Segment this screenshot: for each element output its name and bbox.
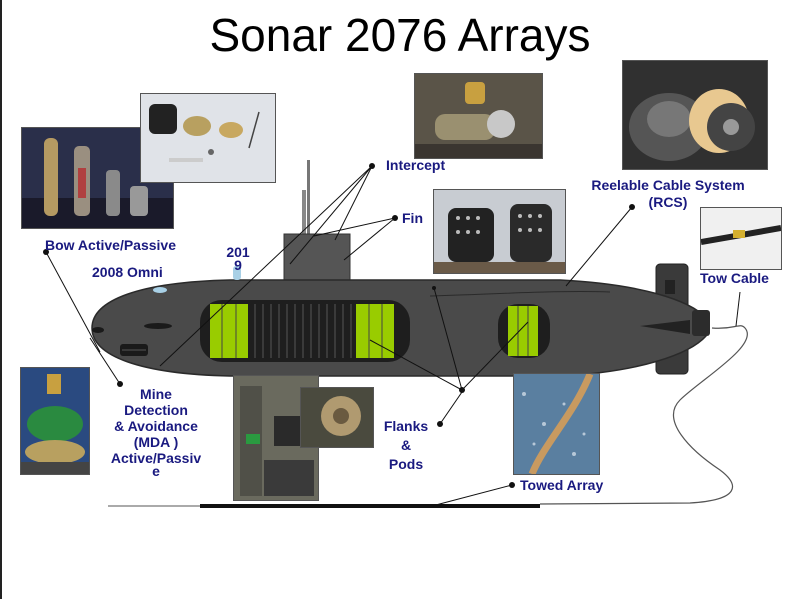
label-omni: 2008 Omni — [92, 264, 163, 280]
flank-array-rear — [356, 304, 394, 358]
photo-flank-pods — [433, 189, 566, 274]
photo-omni-components — [140, 93, 276, 183]
fin-sail — [283, 233, 351, 287]
photo-tow-cable — [700, 207, 782, 270]
label-bow: Bow Active/Passive — [45, 237, 176, 253]
rudder-tab — [665, 280, 675, 294]
leader-dots — [43, 163, 635, 488]
tail-cone — [640, 320, 690, 334]
label-fin: Fin — [402, 210, 423, 226]
label-flanks-2: & — [400, 437, 412, 453]
photo-mda — [20, 367, 90, 475]
label-mda-5: Active/Passiv — [110, 450, 202, 466]
photo-rcs-reel — [622, 60, 768, 170]
photo-towed-array — [513, 373, 600, 475]
label-flanks-3: Pods — [388, 456, 424, 472]
bow-marking-1 — [144, 323, 172, 329]
label-2019-b: 9 — [234, 257, 242, 273]
label-mda-2: Detection — [124, 402, 188, 418]
label-flanks-1: Flanks — [383, 418, 429, 434]
leader-lines — [45, 165, 741, 507]
label-rcs-line2: (RCS) — [648, 194, 688, 210]
tow-cable — [539, 325, 748, 505]
label-2019: 201 9 — [222, 244, 254, 273]
label-rcs-line1: Reelable Cable System — [591, 177, 745, 193]
s2019-sensor — [233, 266, 241, 280]
mast-2 — [307, 160, 310, 235]
slide-border — [0, 0, 2, 599]
pod-array — [508, 306, 538, 356]
label-2019-a: 201 — [226, 244, 250, 260]
flank-array-ribs — [254, 304, 352, 358]
label-flanks: Flanks & Pods — [372, 417, 440, 474]
label-mda-3: & Avoidance — [114, 418, 198, 434]
mast-1 — [302, 190, 306, 235]
towed-array-line — [200, 504, 540, 508]
label-tow-cable: Tow Cable — [700, 270, 769, 286]
photo-intercept — [414, 73, 543, 159]
bow-marking-2 — [92, 327, 104, 333]
label-mda: Mine Detection & Avoidance (MDA ) Active… — [100, 386, 212, 479]
label-mda-6: e — [152, 463, 160, 479]
propeller-hub — [692, 310, 710, 336]
flank-array-front — [210, 304, 248, 358]
label-intercept: Intercept — [386, 157, 446, 173]
photo-flanks-detail — [300, 387, 374, 448]
label-mda-4: (MDA ) — [133, 434, 179, 450]
label-towed-array: Towed Array — [520, 477, 604, 493]
label-rcs: Reelable Cable System (RCS) — [576, 177, 760, 211]
label-mda-1: Mine — [140, 386, 172, 402]
slide-title: Sonar 2076 Arrays — [209, 9, 591, 61]
bow-sonar-dome — [153, 287, 167, 293]
